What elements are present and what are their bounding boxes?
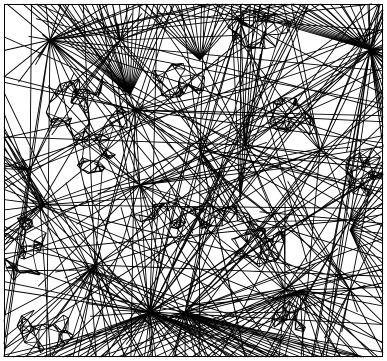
mesh-edge	[285, 122, 290, 123]
